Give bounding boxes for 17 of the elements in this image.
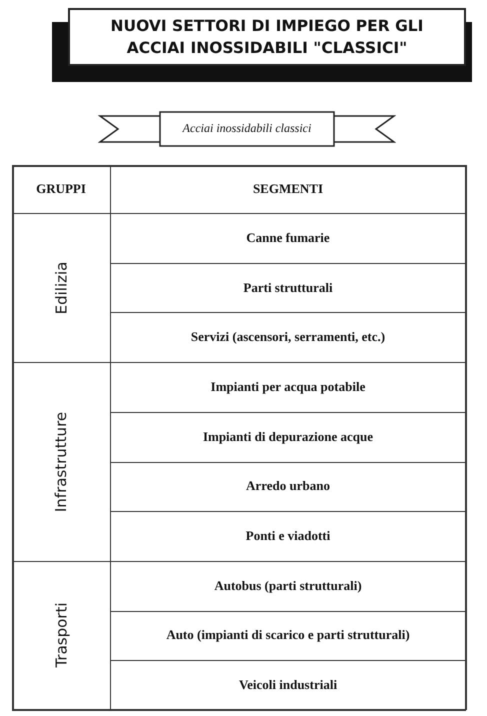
segment-cell-text: Autobus (parti strutturali) [213,576,363,595]
segment-cell-text: Servizi (ascensori, serramenti, etc.) [190,328,386,346]
segment-cell-text: Ponti e viadotti [244,527,332,546]
banner-text: Acciai inossidabili classici [181,120,312,137]
segment-cell-text: Veicoli industriali [238,676,338,694]
column-header: GRUPPI [35,180,87,198]
segment-cell-text: Arredo urbano [245,477,331,496]
segment-cell-text: Impianti di depurazione acque [202,428,374,446]
segment-cell-text: Auto (impianti di scarico e parti strutturali) [165,626,411,644]
segment-cell-text: Parti strutturali [242,278,334,297]
title-box: NUOVI SETTORI DI IMPIEGO PER GLI ACCIAI INOSSIDABILI "CLASSICI" [68,8,466,66]
group-label: Trasporti [52,602,70,668]
segment-cell-text: Canne fumarie [245,228,331,247]
column-header: SEGMENTI [252,180,324,198]
segment-cell-text: Impianti per acqua potabile [210,378,366,396]
group-label: Infrastrutture [52,411,70,512]
group-label: Edilizia [52,261,70,314]
